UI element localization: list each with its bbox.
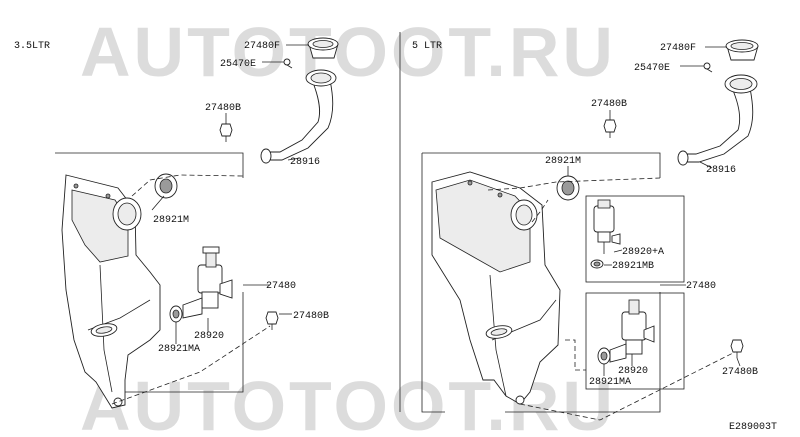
right-label-grommet: 28921M [545, 156, 581, 167]
right-pump-a-box [585, 195, 685, 283]
left-label-bolt-top: 27480B [205, 103, 241, 114]
right-label-pump-a: 28920+A [622, 247, 664, 258]
left-label-seal: 25470E [220, 59, 256, 70]
right-label-hose: 28916 [706, 165, 736, 176]
right-label-cap: 27480F [660, 43, 696, 54]
watermark-top: AUTOTOOT.RU [80, 13, 616, 91]
right-label-bolt-low: 27480B [722, 367, 758, 378]
right-bolt-low [730, 339, 744, 358]
right-pump-box [585, 292, 685, 390]
left-label-bolt-low: 27480B [293, 311, 329, 322]
right-cap [725, 39, 759, 61]
left-pump-grommet [169, 305, 183, 323]
left-label-hose: 28916 [290, 157, 320, 168]
left-bolt-low [265, 311, 279, 330]
right-title: 5 LTR [412, 41, 442, 52]
left-label-pump-grommet: 28921MA [158, 344, 200, 355]
right-frame [421, 152, 661, 413]
right-grommet [556, 175, 580, 201]
left-cap [307, 37, 339, 59]
right-label-seal: 25470E [634, 63, 670, 74]
right-bolt-top [603, 119, 617, 138]
watermark-bottom: AUTOTOOT.RU [80, 367, 616, 437]
left-bolt-top [219, 123, 233, 142]
right-label-tank: 27480 [686, 281, 716, 292]
left-section: 3.5LTR [14, 37, 339, 409]
left-label-tank: 27480 [266, 281, 296, 292]
left-tank [61, 174, 161, 409]
right-label-bolt-top: 27480B [591, 99, 627, 110]
left-label-pump: 28920 [194, 331, 224, 342]
right-tank [431, 171, 561, 405]
left-filler-hose [260, 69, 337, 164]
left-label-cap: 27480F [244, 41, 280, 52]
right-seal [703, 62, 713, 73]
left-grommet [154, 173, 178, 199]
left-label-grommet: 28921M [153, 215, 189, 226]
right-filler-hose [677, 74, 758, 166]
right-label-pump-grommet: 28921MA [589, 377, 631, 388]
right-label-grommet-b: 28921MB [612, 261, 654, 272]
left-frame [55, 152, 244, 393]
left-title: 3.5LTR [14, 41, 50, 52]
diagram-code: E289003T [729, 422, 777, 433]
left-pump [182, 246, 233, 319]
right-section: 5 LTR [412, 39, 759, 421]
right-label-pump: 28920 [618, 366, 648, 377]
